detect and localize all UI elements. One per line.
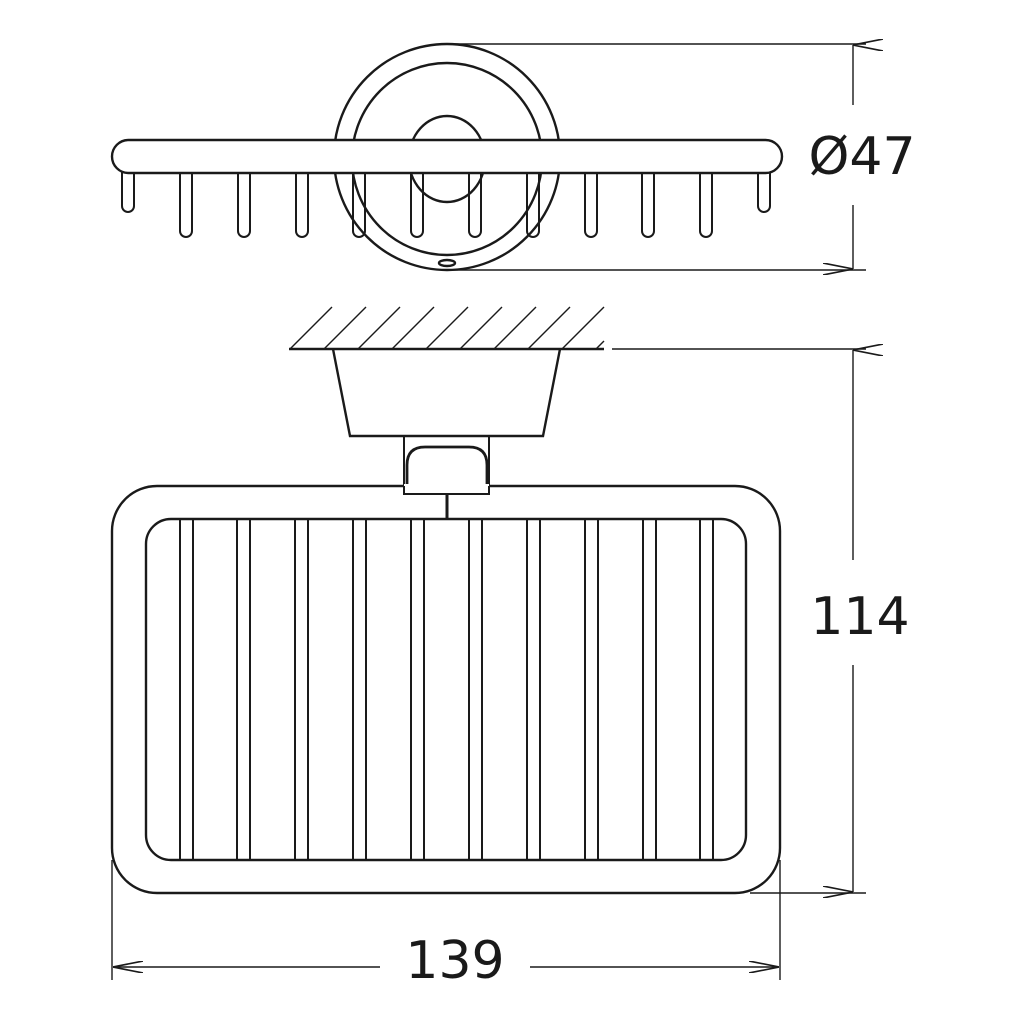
- clip: [405, 445, 489, 496]
- top-view: [110, 42, 784, 272]
- tine: [699, 165, 713, 238]
- height-label: 114: [810, 587, 909, 647]
- width-label: 139: [405, 931, 504, 991]
- basket-outer-frame: [110, 484, 782, 895]
- hatch-line: [595, 340, 605, 350]
- tine: [468, 165, 482, 238]
- tine: [410, 165, 424, 238]
- tine: [584, 165, 598, 238]
- hatch-line: [527, 306, 571, 350]
- front-view: [110, 306, 782, 895]
- wall-mount-cup: [331, 348, 562, 438]
- tine: [641, 165, 655, 238]
- tine: [526, 165, 540, 238]
- set-screw-slot: [437, 258, 457, 268]
- diameter-label: Ø47: [808, 127, 915, 187]
- height-dimension: 114: [612, 349, 910, 893]
- hatch-line: [323, 306, 367, 350]
- tine: [179, 165, 193, 238]
- hatch-line: [459, 306, 503, 350]
- tine: [121, 165, 135, 213]
- basket-tines: [121, 165, 771, 238]
- hatch-line: [493, 306, 537, 350]
- tine: [352, 165, 366, 238]
- hatch-line: [561, 306, 605, 350]
- wall-hatching: [289, 306, 605, 350]
- tine: [237, 165, 251, 238]
- hatch-line: [391, 306, 435, 350]
- hatch-line: [425, 306, 469, 350]
- basket-wires: [179, 519, 714, 860]
- basket-rim-bar: [110, 138, 784, 175]
- diameter-dimension: Ø47: [447, 44, 916, 270]
- tine: [295, 165, 309, 238]
- hatch-line: [289, 306, 333, 350]
- tine: [757, 165, 771, 213]
- width-dimension: 139: [111, 860, 781, 991]
- hatch-line: [357, 306, 401, 350]
